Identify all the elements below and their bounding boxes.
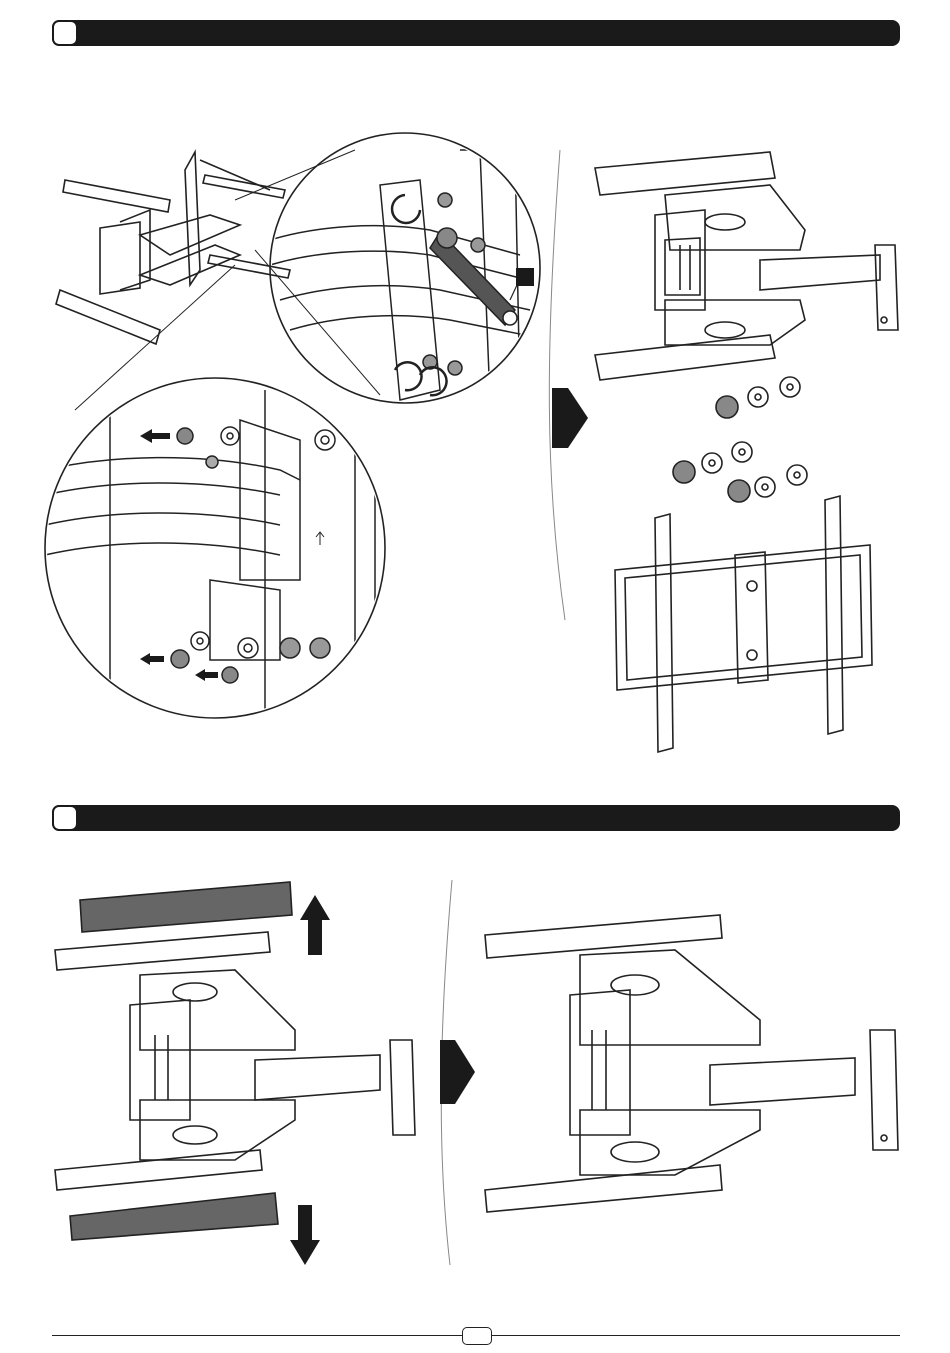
mount-with-covers-icon bbox=[595, 152, 898, 380]
removed-covers-icon bbox=[70, 882, 292, 1240]
up-arrow-icon bbox=[300, 895, 330, 955]
mount-without-covers-left-icon bbox=[55, 932, 415, 1190]
tv-plate-icon bbox=[615, 496, 872, 752]
lower-zoom-circle bbox=[45, 378, 385, 720]
right-arrow-icon bbox=[440, 1040, 475, 1104]
right-arrow-icon bbox=[552, 388, 588, 448]
left-arrow-icon bbox=[140, 429, 218, 681]
page-number bbox=[462, 1327, 492, 1345]
down-arrow-icon bbox=[290, 1205, 320, 1265]
washers-and-nuts-icon bbox=[673, 377, 807, 502]
mount-with-rails-icon bbox=[485, 915, 898, 1212]
overview-mount-icon bbox=[56, 152, 290, 344]
upper-zoom-circle bbox=[270, 133, 540, 403]
